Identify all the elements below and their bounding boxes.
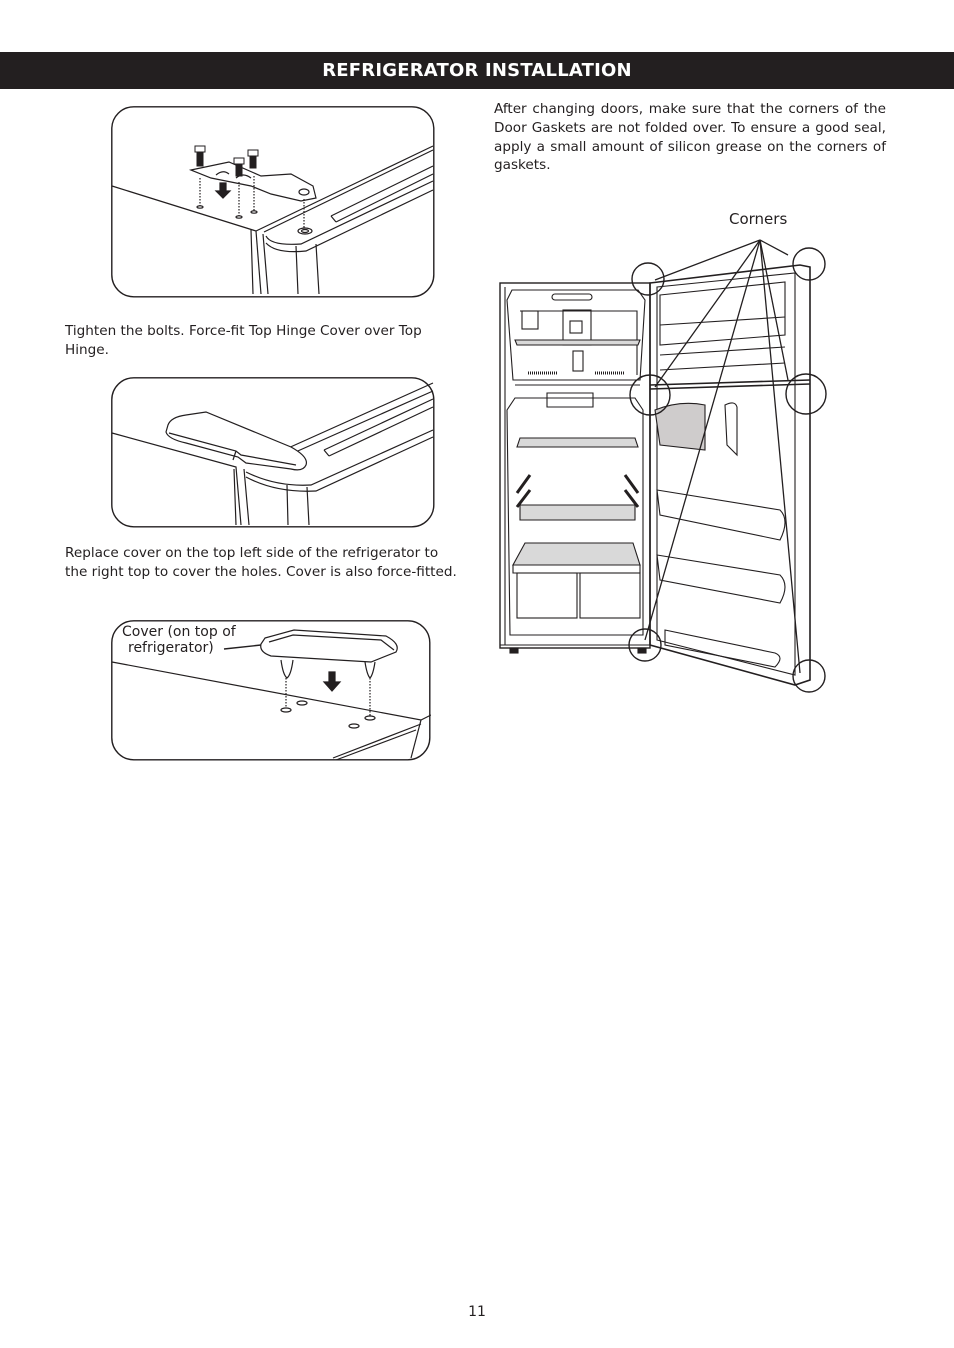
cover-callout-line-1: Cover (on top of (122, 624, 236, 640)
figure-top-hinge-cover (111, 377, 435, 528)
cover-callout-label: Cover (on top of refrigerator) (122, 624, 236, 656)
section-title: REFRIGERATOR INSTALLATION (322, 60, 632, 81)
figure-top-hinge-bolts (111, 106, 435, 298)
down-arrow-icon (214, 182, 232, 199)
cover-callout-line-2: refrigerator) (128, 640, 214, 656)
gasket-instructions: After changing doors, make sure that the… (494, 101, 886, 174)
corners-callout-label: Corners (729, 210, 788, 228)
down-arrow-icon (322, 671, 342, 692)
figure-open-refrigerator-corners (495, 235, 835, 695)
page-number: 11 (468, 1304, 486, 1320)
section-header-bar: REFRIGERATOR INSTALLATION (0, 52, 954, 89)
step-1-instructions: Tighten the bolts. Force-fit Top Hinge C… (65, 323, 422, 358)
step-2-instructions: Replace cover on the top left side of th… (65, 545, 457, 580)
figure-top-cover: Cover (on top of refrigerator) (111, 620, 431, 761)
